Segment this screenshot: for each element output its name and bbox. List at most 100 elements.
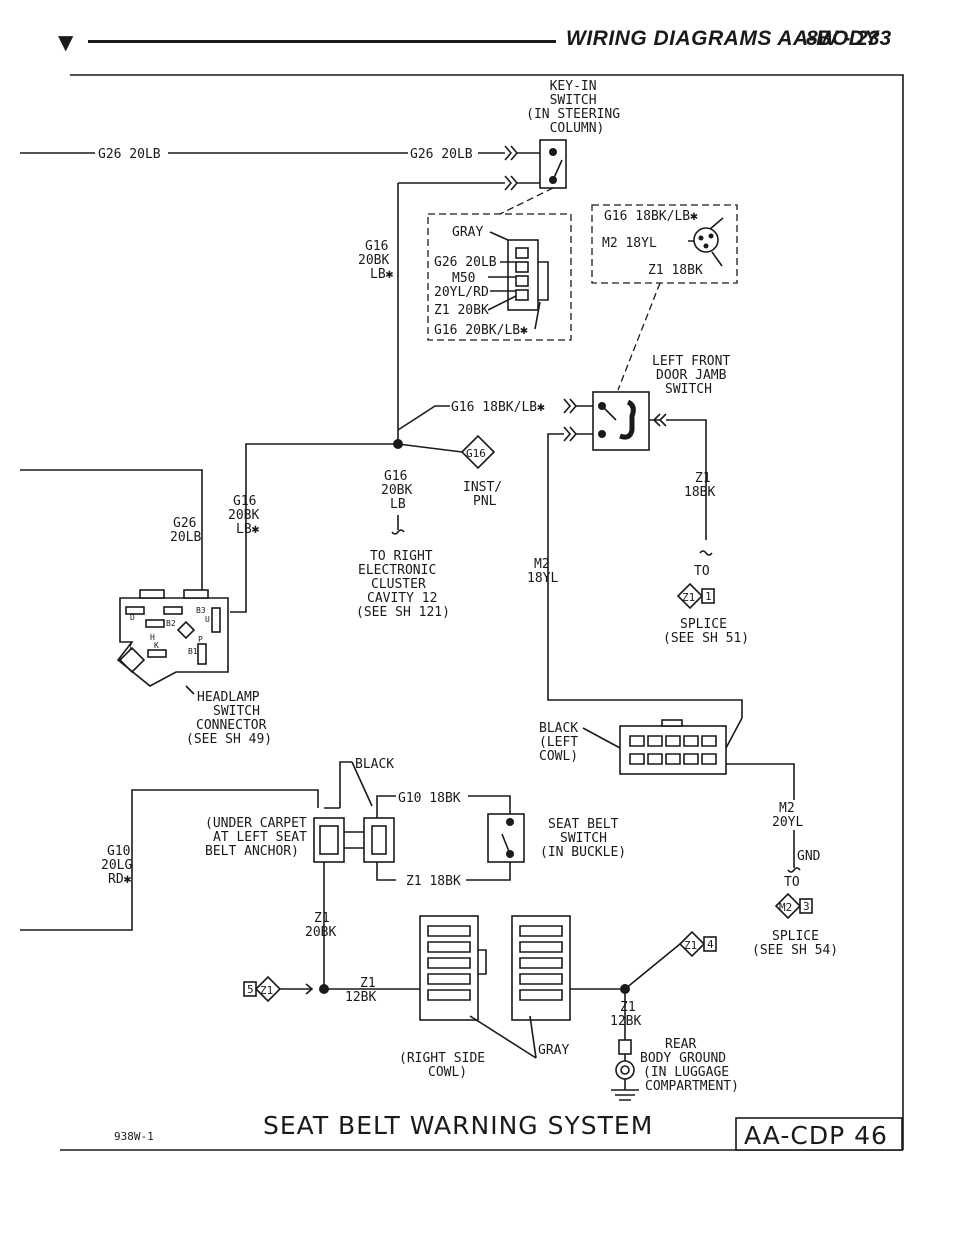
headlamp-pin-p bbox=[176, 620, 196, 640]
m2-num-box bbox=[799, 898, 813, 914]
wire-z1-door bbox=[649, 413, 707, 540]
wire-label-g10-18bk: G10 18BK bbox=[398, 791, 461, 806]
door-box-labels: G16 18BK/LB✱ M2 18YL Z1 18BK bbox=[602, 209, 706, 278]
ground-bolt-icon bbox=[615, 1060, 635, 1080]
z1-5-num: 5 bbox=[247, 983, 254, 996]
headlamp-tab-a bbox=[139, 589, 165, 599]
footer-title: SEAT BELT WARNING SYSTEM bbox=[263, 1111, 653, 1140]
footer-ref: AA-CDP 46 bbox=[744, 1121, 888, 1150]
wire-label-g26-lower: G26 20LB bbox=[170, 516, 204, 545]
wire-g16-18-bend bbox=[397, 405, 450, 431]
key-switch-label: KEY-IN SWITCH (IN STEERING COLUMN) bbox=[526, 79, 628, 136]
wire-label-g26-left: G26 20LB bbox=[98, 147, 161, 162]
black-label: BLACK bbox=[355, 757, 394, 772]
connector-pin-1 bbox=[515, 247, 529, 259]
wire-label-g26-right: G26 20LB bbox=[410, 147, 473, 162]
headlamp-tab-b bbox=[183, 589, 209, 599]
wire-g26-headlamp bbox=[20, 469, 203, 590]
wire-label-z1-12bk-b: Z1 12BK bbox=[610, 1000, 643, 1029]
gnd-to: TO bbox=[784, 875, 800, 890]
black-leaders bbox=[324, 761, 373, 809]
wire-label-z1-18bk: Z1 18BK bbox=[684, 471, 718, 500]
footer-ref-box bbox=[735, 1117, 903, 1151]
wire-g10-to-buckle bbox=[468, 795, 511, 814]
gnd-label: GND bbox=[797, 849, 821, 864]
carpet-connector-right-inner bbox=[371, 825, 387, 855]
door-switch-plunger bbox=[619, 399, 636, 440]
wire-z1-from-carpet bbox=[376, 862, 396, 881]
door-switch-arm bbox=[601, 405, 617, 421]
splice-z1-badge: Z1 bbox=[682, 591, 695, 604]
connector-color-label: GRAY bbox=[452, 225, 483, 240]
wire-g16-break bbox=[391, 515, 405, 535]
door-pin-a bbox=[698, 235, 704, 241]
wire-g16-to-badge bbox=[397, 443, 463, 453]
wire-m2-break bbox=[787, 867, 801, 873]
buckle-contact-a bbox=[506, 818, 514, 826]
black-cowl-leader bbox=[582, 727, 621, 749]
seat-belt-switch bbox=[487, 813, 525, 863]
g16-badge: G16 bbox=[466, 447, 486, 460]
wire-break-z1 bbox=[699, 550, 713, 556]
wire-label-g16-lower: G16 20BK LB bbox=[381, 469, 420, 512]
wire-m2-into-cowl bbox=[725, 717, 743, 749]
ground-bolt-inner bbox=[620, 1065, 630, 1075]
door-switch-label: LEFT FRONT DOOR JAMB SWITCH bbox=[652, 354, 738, 397]
splice-z1-num-box bbox=[701, 588, 715, 604]
wire-m2-20yl bbox=[726, 763, 795, 800]
headlamp-pin-i bbox=[118, 646, 146, 674]
inst-pnl-label: INST/ PNL bbox=[463, 480, 510, 509]
gray-leader-a bbox=[469, 1015, 537, 1059]
cowl-latch bbox=[661, 719, 683, 727]
seat-belt-label: SEAT BELT SWITCH (IN BUCKLE) bbox=[540, 817, 626, 860]
cowl-connector-cavities bbox=[629, 735, 717, 765]
connector-bracket bbox=[538, 261, 549, 301]
frame-top-right bbox=[70, 74, 904, 1150]
connector-pin-leaders bbox=[487, 261, 541, 330]
wire-z1-to-buckle bbox=[466, 862, 511, 881]
rear-ground-label: REAR BODY GROUND (IN LUGGAGE COMPARTMENT… bbox=[640, 1037, 739, 1094]
headlamp-pin-u bbox=[211, 607, 221, 633]
under-carpet-label: (UNDER CARPET AT LEFT SEAT BELT ANCHOR) bbox=[205, 816, 315, 859]
gray-label: GRAY bbox=[538, 1043, 569, 1058]
headlamp-pin-k bbox=[147, 649, 167, 658]
door-switch-detail-box bbox=[591, 204, 738, 284]
header-title: WIRING DIAGRAMS AA-BODY bbox=[566, 27, 879, 50]
carpet-connector-mate bbox=[344, 831, 364, 849]
g16-badge-shape bbox=[460, 434, 496, 470]
ground-symbol-icon bbox=[611, 1054, 639, 1101]
ground-terminal bbox=[618, 1039, 632, 1055]
connector-pin-2 bbox=[515, 261, 529, 273]
z1-5-badge: Z1 bbox=[260, 984, 273, 997]
connector-pin-3 bbox=[515, 275, 529, 287]
wire-label-g10-20lg: G10 20LG RD✱ bbox=[101, 844, 140, 887]
z1-4-num: 4 bbox=[707, 938, 714, 951]
headlamp-leader bbox=[185, 685, 195, 695]
wire-label-g16-18: G16 18BK/LB✱ bbox=[451, 400, 545, 415]
door-connector-round bbox=[693, 227, 719, 253]
wire-label-z1-12bk-a: Z1 12BK bbox=[345, 976, 383, 1005]
headlamp-pin-d bbox=[125, 606, 145, 615]
gray-leader-b bbox=[529, 1015, 537, 1059]
to-right-label: TO RIGHT ELECTRONIC CLUSTER CAVITY 12 (S… bbox=[356, 549, 450, 620]
door-pin-b bbox=[708, 233, 714, 239]
right-cowl-left-cavities bbox=[427, 925, 487, 1001]
key-switch-lever bbox=[552, 159, 563, 181]
wire-label-z1-20bk: Z1 20BK bbox=[305, 911, 337, 940]
headlamp-pin-labels: B3 B2 U H P I K B1 D bbox=[128, 606, 215, 656]
door-switch-contact-b bbox=[598, 430, 606, 438]
door-jamb-switch bbox=[592, 391, 650, 451]
z1-5-wire bbox=[280, 983, 314, 995]
wire-label-m2-20yl: M2 20YL bbox=[772, 801, 803, 830]
key-switch-contact-a bbox=[549, 148, 557, 156]
carpet-connector-left-inner bbox=[319, 825, 339, 855]
gnd-splice-label: SPLICE (SEE SH 54) bbox=[752, 929, 838, 958]
door-chevron-a bbox=[563, 398, 578, 414]
black-left-cowl-connector bbox=[619, 725, 727, 775]
header-rule bbox=[88, 40, 556, 43]
wire-g10-from-carpet bbox=[376, 795, 396, 818]
door-pin-leaders bbox=[688, 217, 724, 267]
headlamp-pin-b2 bbox=[145, 619, 165, 628]
header-triangle-icon: ▼ bbox=[58, 30, 74, 54]
